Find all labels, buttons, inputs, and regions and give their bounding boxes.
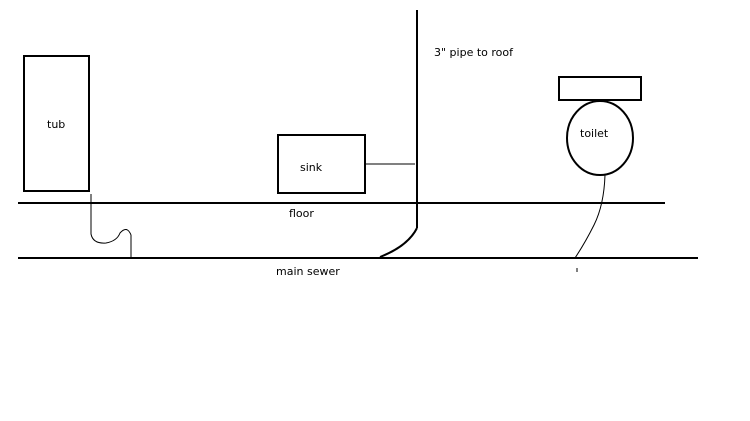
sink-label: sink	[300, 161, 323, 174]
toilet-label: toilet	[580, 127, 609, 140]
toilet-tank	[558, 76, 642, 101]
toilet-drain-line	[574, 174, 606, 259]
tub-drain-line	[90, 194, 132, 257]
floor-label: floor	[289, 207, 314, 220]
tub-box	[23, 55, 90, 192]
sewer-label: main sewer	[276, 265, 340, 278]
pipe-label: 3" pipe to roof	[434, 46, 514, 59]
tub-label: tub	[47, 118, 65, 131]
toilet-bowl	[566, 100, 634, 176]
stack-to-sewer-bend	[379, 227, 418, 258]
